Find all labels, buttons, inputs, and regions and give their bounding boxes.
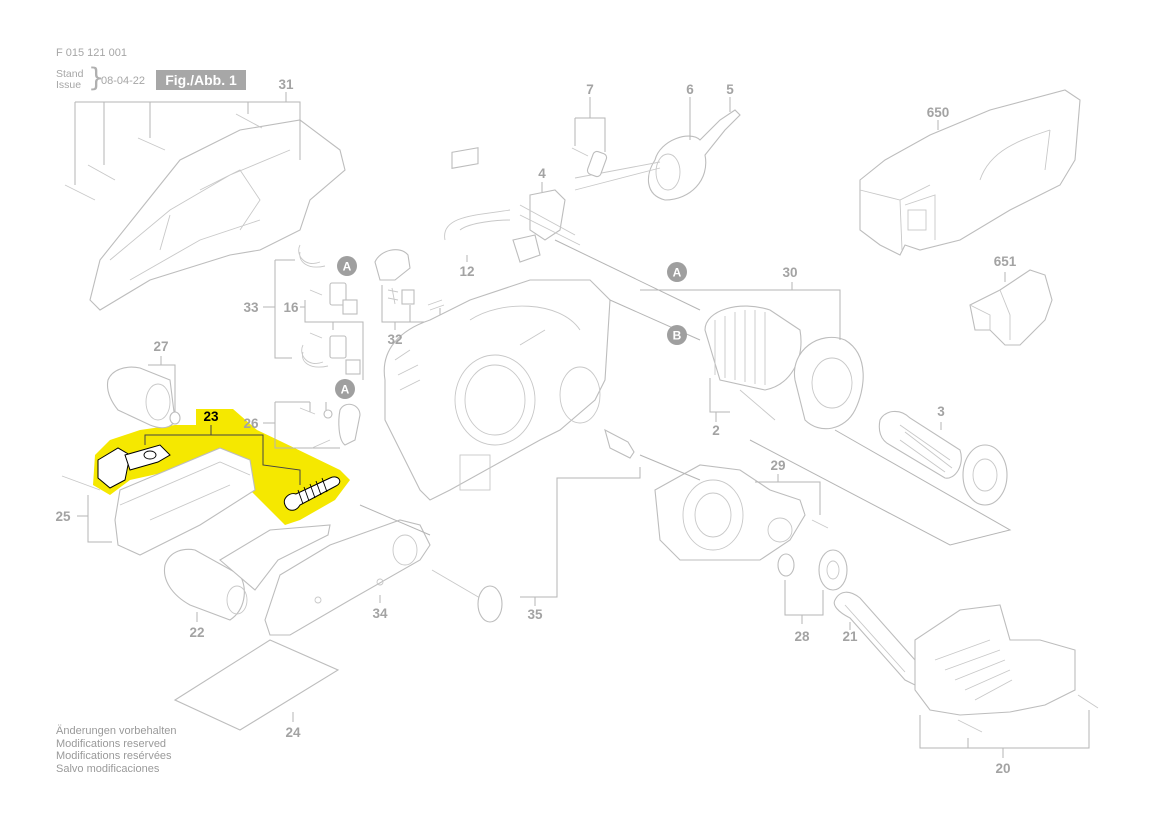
part-label-31[interactable]: 31	[278, 77, 294, 92]
part-label-16[interactable]: 16	[283, 300, 299, 315]
part-label-25[interactable]: 25	[55, 509, 71, 524]
part-label-12[interactable]: 12	[459, 264, 474, 279]
part-label-33[interactable]: 33	[243, 300, 259, 315]
part-7-cable-clamp[interactable]	[571, 97, 608, 178]
modifications-notice: Änderungen vorbehalten Modifications res…	[56, 725, 176, 775]
stand-issue-label: Stand Issue	[56, 69, 83, 91]
part-24-platen[interactable]	[173, 639, 340, 731]
part-28-pulley[interactable]	[777, 549, 848, 624]
part-650-dust-bag[interactable]	[859, 89, 1081, 256]
figure-label: Fig./Abb. 1	[156, 70, 246, 90]
part-31-housing[interactable]	[64, 92, 346, 311]
part-label-3[interactable]: 3	[937, 404, 945, 419]
part-label-23[interactable]: 23	[203, 409, 219, 424]
svg-text:A: A	[673, 266, 682, 280]
part-label-5[interactable]: 5	[726, 82, 734, 97]
part-label-35[interactable]: 35	[527, 607, 543, 622]
notice-line-en: Modifications reserved	[56, 737, 167, 750]
callout-badge-a-2: A	[335, 379, 355, 399]
svg-text:A: A	[341, 383, 350, 397]
issue-date: 08-04-22	[101, 75, 146, 87]
part-label-7[interactable]: 7	[586, 82, 594, 97]
part-label-32[interactable]: 32	[387, 332, 402, 347]
part-33-16-brush-holders[interactable]	[263, 244, 364, 380]
part-label-650[interactable]: 650	[927, 105, 950, 120]
part-32-lock-on-button[interactable]	[374, 249, 445, 330]
part-20-belt-cover[interactable]	[914, 604, 1099, 758]
part-label-4[interactable]: 4	[538, 166, 546, 181]
part-25-frame[interactable]	[61, 447, 256, 556]
part-4-switch[interactable]	[512, 182, 581, 263]
part-label-6[interactable]: 6	[686, 82, 694, 97]
part-35-drive-shaft[interactable]	[431, 428, 641, 623]
part-26-tension-lever[interactable]	[263, 401, 361, 449]
part-label-22[interactable]: 22	[189, 625, 204, 640]
part-label-20[interactable]: 20	[995, 761, 1010, 776]
part-23-lever-spring[interactable]	[97, 425, 341, 511]
part-label-2[interactable]: 2	[712, 423, 720, 438]
notice-line-es: Salvo modificaciones	[56, 762, 160, 775]
part-label-24[interactable]: 24	[285, 725, 301, 740]
part-label-651[interactable]: 651	[994, 254, 1017, 269]
svg-text:A: A	[343, 260, 352, 274]
part-34-belt-carrier[interactable]	[264, 519, 431, 636]
part-29-gear-housing[interactable]	[654, 464, 829, 561]
callout-badge-b: B	[667, 325, 687, 345]
part-label-26[interactable]: 26	[243, 416, 259, 431]
part-label-27[interactable]: 27	[153, 339, 168, 354]
brace-glyph: }	[88, 63, 105, 93]
stand-label: Stand	[56, 68, 84, 80]
part-5-6-cable[interactable]	[574, 97, 741, 201]
notice-line-de: Änderungen vorbehalten	[56, 725, 177, 737]
part-label-21[interactable]: 21	[842, 629, 858, 644]
part-3-armature[interactable]	[749, 410, 1012, 546]
part-12-suppressor[interactable]	[444, 147, 511, 262]
part-30-field[interactable]	[640, 282, 864, 430]
part-27-roller[interactable]	[106, 356, 181, 429]
callout-badge-a-1: A	[337, 256, 357, 276]
svg-text:B: B	[673, 329, 682, 343]
issue-label: Issue	[56, 79, 82, 91]
part-651-dust-adapter[interactable]	[969, 269, 1053, 346]
part-label-34[interactable]: 34	[372, 606, 388, 621]
document-number: F 015 121 001	[56, 47, 127, 59]
part-label-28[interactable]: 28	[794, 629, 810, 644]
part-label-30[interactable]: 30	[782, 265, 797, 280]
motor-housing[interactable]	[383, 279, 611, 501]
part-label-29[interactable]: 29	[770, 458, 785, 473]
part-22-front-roller[interactable]	[163, 524, 331, 622]
callout-badge-a-3: A	[667, 262, 687, 282]
notice-line-fr: Modifications resérvées	[56, 750, 172, 762]
